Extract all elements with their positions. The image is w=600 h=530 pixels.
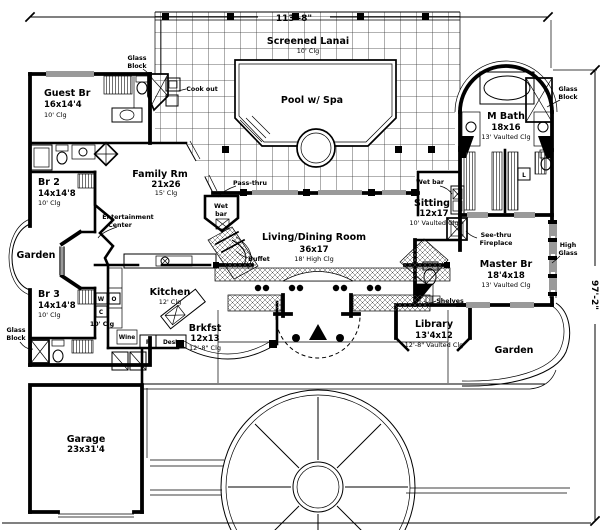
label-br3-name: Br 3 [38,289,60,300]
label-family-size: 21x26 [151,180,180,190]
callout-pantry: P [146,340,151,346]
callout-wine: Wine [119,335,136,341]
callout-fireplace-2: Fireplace [480,240,513,247]
br3-bath-fixtures [30,339,94,364]
callout-glass-block-left-2: Block [6,335,26,342]
label-master-clg: 13' Vaulted Clg [481,281,530,289]
callout-appliance-c: C [99,310,103,316]
pass-thru-wall [185,140,218,194]
label-living-size: 36x17 [299,245,328,255]
callout-wet-bar-2: bar [215,211,228,218]
br-closets [77,173,95,305]
wet-bar-family-room [203,194,240,233]
label-guest-clg: 10' Clg [44,111,67,119]
callout-labels: Glass Block Cook out Pass-thru Wet bar E… [6,55,578,346]
callout-appliance-w: W [98,297,105,303]
callout-desk: Desk [163,340,179,346]
room-labels: Screened Lanai 10' Clg Pool w/ Spa Guest… [17,36,534,455]
callout-glass-block-left-1: Glass [6,327,25,334]
driveway [2,369,591,530]
label-guest-name: Guest Br [44,88,91,99]
label-living-clg: 18' High Clg [294,255,334,263]
label-sitting-size: 12x17 [419,209,448,219]
label-library-name: Library [415,319,454,330]
label-master-name: Master Br [480,259,533,270]
label-garage-name: Garage [67,434,106,445]
leader-lines [19,68,561,350]
see-thru-fireplace-fixture [446,217,468,241]
callout-buffet: Buffet [248,256,270,263]
label-br3-clg: 10' Clg [38,311,61,319]
callout-glass-block-right-2: Block [558,94,578,101]
callout-entertainment-1: Entertainment [102,214,153,221]
brkfst-bay-window [176,340,277,360]
master-closet-fixtures [463,149,553,211]
label-family-clg: 15' Clg [155,189,178,197]
label-guest-size: 16x14'4 [44,100,82,110]
label-living-name: Living/Dining Room [262,232,366,243]
label-garden-left: Garden [17,250,56,261]
dimension-lines: 113'-8" 97'-2" [24,11,600,527]
callout-high-glass-1: High [560,242,576,249]
master-bath-fixtures [461,71,553,147]
label-br2-clg: 10' Clg [38,199,61,207]
label-kitchen-clg: 12' Clg [159,298,182,306]
dim-height-label: 97'-2" [589,280,599,310]
label-pool-name: Pool w/ Spa [281,95,343,106]
callout-wet-bar-1: Wet [214,203,228,210]
callout-linen: L [522,173,526,179]
callout-appliance-o: O [112,297,117,303]
label-family-name: Family Rm [132,169,188,180]
label-sitting-clg: 10' Vaulted Clg [409,219,458,227]
label-kitchen-name: Kitchen [150,287,191,298]
label-mbath-name: M Bath [487,111,525,122]
callout-hall-ceiling: 10' Clg [90,321,114,328]
callout-glass-block-right-1: Glass [558,86,577,93]
label-garage-size: 23x31'4 [67,445,105,455]
pool-w-spa [234,59,397,168]
callout-cook-out: Cook out [186,86,217,93]
label-br2-name: Br 2 [38,177,60,188]
laundry-fixtures [111,351,147,371]
terrace-entry [207,226,451,383]
label-br3-size: 14x14'8 [38,301,76,311]
dim-width-label: 113'-8" [276,14,312,24]
label-library-size: 13'4x12 [415,331,453,341]
callout-fireplace-1: See-thru [481,232,512,239]
guest-wing-fixtures [30,73,169,171]
callout-wet-bar-sitting: Wet bar [416,179,445,186]
label-lanai-clg: 10' Clg [297,47,320,55]
kitchen-fixtures [95,253,217,349]
label-brkfst-clg: 12'-8" Clg [189,344,221,352]
label-library-clg: 12'-8" Vaulted Clg [405,341,464,349]
callout-high-glass-2: Glass [558,250,577,257]
callout-entertainment-2: Center [108,222,133,229]
label-lanai-name: Screened Lanai [267,36,349,47]
label-brkfst-size: 12x13 [190,334,219,344]
label-mbath-size: 18x16 [491,123,520,133]
label-sitting-name: Sitting [414,198,450,209]
label-br2-size: 14x14'8 [38,189,76,199]
callout-shelves: Shelves [436,298,464,305]
label-mbath-clg: 13' Vaulted Clg [481,133,530,141]
windows [46,71,557,308]
label-master-size: 18'4x18 [487,271,525,281]
cook-out-fixture [165,77,181,107]
label-brkfst-name: Brkfst [189,323,222,334]
label-garden-right: Garden [495,345,534,356]
callout-glass-block-top-2: Block [127,63,147,70]
callout-pass-thru: Pass-thru [233,180,267,187]
callout-glass-block-top-1: Glass [127,55,146,62]
